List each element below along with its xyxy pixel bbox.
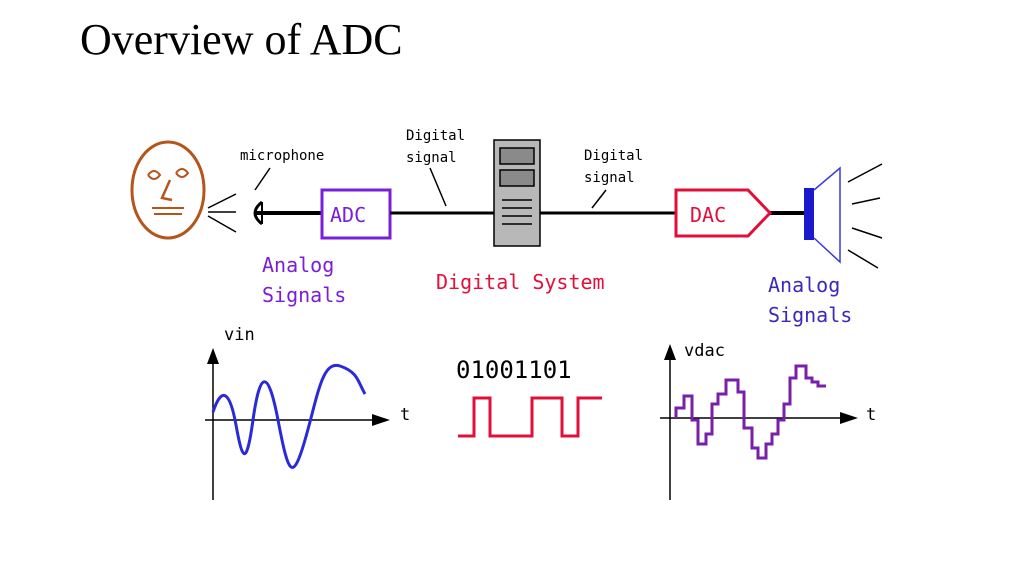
digital-signal-right-line1: Digital [584, 148, 643, 164]
digital-signal-right-pointer [591, 189, 607, 209]
vdac-label: vdac [684, 341, 725, 361]
vdac-t-label: t [866, 405, 876, 425]
vdac-graph: vdac t [660, 341, 876, 500]
analog-right-line2: Signals [768, 303, 852, 327]
microphone-pointer [254, 167, 271, 191]
digital-signal-left-line1: Digital [406, 128, 465, 144]
vdac-x-arrow [840, 412, 858, 424]
slide-title: Overview of ADC [80, 15, 403, 64]
binary-waveform [458, 396, 602, 438]
vin-wave [211, 363, 367, 469]
vin-t-label: t [400, 405, 410, 425]
analog-left-line1: Analog [262, 253, 334, 277]
adc-block [320, 188, 392, 240]
vdac-wave [674, 364, 826, 460]
digital-signal-right-line2: signal [584, 170, 635, 186]
sound-lines-icon [207, 193, 237, 233]
dac-block [674, 188, 773, 238]
microphone-icon [253, 200, 322, 226]
vdac-y-arrow [664, 344, 676, 360]
analog-left-line2: Signals [262, 283, 346, 307]
face-icon [130, 140, 206, 240]
speaker-icon [804, 166, 841, 264]
adc-label: ADC [330, 203, 366, 227]
digital-signal-left-line2: signal [406, 150, 457, 166]
digital-signal-left-pointer [429, 167, 447, 207]
speaker-sound-lines-icon [847, 163, 883, 269]
digital-system-label: Digital System [436, 270, 605, 294]
computer-icon [493, 139, 541, 247]
vin-graph: vin t [205, 325, 410, 500]
analog-right-line1: Analog [768, 273, 840, 297]
vin-label: vin [224, 325, 255, 345]
vin-x-arrow [372, 414, 390, 426]
dac-label: DAC [690, 203, 726, 227]
microphone-label: microphone [240, 148, 324, 164]
vin-y-arrow [207, 348, 219, 364]
binary-code: 01001101 [456, 356, 572, 384]
